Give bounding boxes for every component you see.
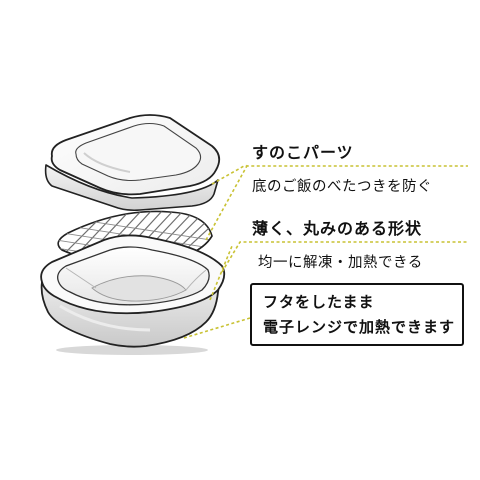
- leader-container-side: [209, 245, 233, 301]
- leader-drainer: [205, 163, 249, 241]
- leader-lines: [183, 163, 468, 339]
- drainer-heading: すのこパーツ: [252, 143, 354, 162]
- note-line-2: 電子レンジで加熱できます: [263, 318, 456, 336]
- microwave-note-box: フタをしたまま 電子レンジで加熱できます: [250, 283, 464, 346]
- leader-note: [183, 317, 251, 339]
- leader-lid: [211, 165, 468, 185]
- container-shadow: [56, 345, 208, 355]
- lid-side: [44, 164, 219, 212]
- leader-container-top: [221, 241, 468, 273]
- container-box: [40, 234, 226, 355]
- lid-part: [44, 114, 221, 212]
- container-heading: 薄く、丸みのある形状: [252, 219, 423, 238]
- note-line-1: フタをしたまま: [263, 293, 375, 311]
- drainer-description: 底のご飯のべたつきを防ぐ: [252, 179, 432, 195]
- container-description: 均一に解凍・加熱できる: [258, 255, 423, 271]
